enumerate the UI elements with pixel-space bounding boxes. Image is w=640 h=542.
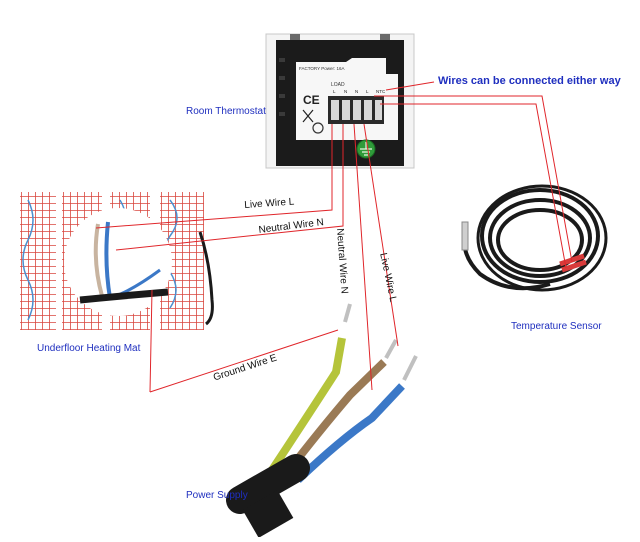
room-thermostat-label: Room Thermostat <box>186 106 266 117</box>
terminal-label: N <box>344 89 347 94</box>
thermostat-header-text: FACTORY Power: 16A <box>299 66 345 71</box>
guide-ground-wire-e <box>149 289 339 393</box>
guide-live-wire-l-down <box>363 123 399 347</box>
mat-probe-cable <box>198 231 214 326</box>
power-cable-sheath <box>226 454 310 514</box>
power-supply-cable <box>226 303 418 538</box>
thermostat-load-text: LOAD <box>331 82 345 88</box>
guide-callout-either-way <box>385 81 435 91</box>
guide-sensor-wire-1 <box>374 95 573 263</box>
underfloor-mat-label: Underfloor Heating Mat <box>37 343 141 354</box>
mat-cutout <box>64 208 172 316</box>
terminal-label: N <box>355 89 358 94</box>
power-supply-label: Power Supply <box>186 490 248 501</box>
sensor-probe <box>461 221 469 251</box>
sensor-lead-red-2 <box>561 259 587 273</box>
guide-neutral-wire-n-top <box>115 124 344 251</box>
recycle-bin-icon <box>302 109 314 123</box>
terminal-label: L <box>333 89 336 94</box>
terminal-label: NTC <box>376 89 386 94</box>
guide-live-wire-l-top <box>95 124 333 229</box>
guide-neutral-wire-n-down <box>353 123 373 391</box>
temperature-sensor <box>461 184 608 292</box>
ce-mark: CE <box>303 93 320 107</box>
guide-lines <box>95 81 573 393</box>
guide-sensor-wire-2 <box>380 103 567 269</box>
underfloor-heating-mat <box>20 192 214 330</box>
temperature-sensor-label: Temperature Sensor <box>511 321 602 332</box>
room-thermostat: FACTORY Power: 16A LOAD CE L N N L NTC <box>265 33 415 169</box>
terminal-label: L <box>366 89 369 94</box>
ground-wire-conductor <box>268 337 346 473</box>
power-icon <box>312 122 324 134</box>
wires-either-way-label: Wires can be connected either way <box>438 75 621 87</box>
